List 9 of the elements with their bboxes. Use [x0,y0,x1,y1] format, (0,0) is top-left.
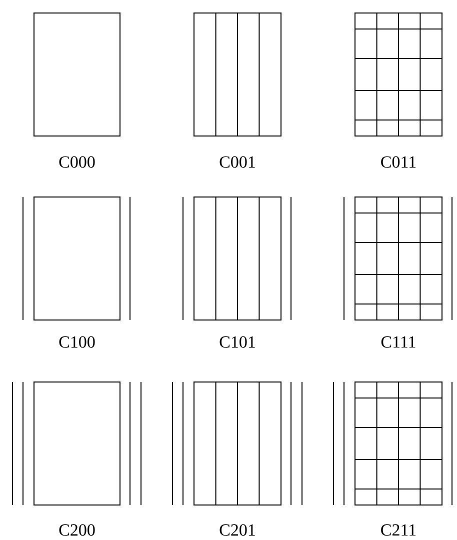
panel-label: C201 [220,524,255,536]
panel-label: C011 [381,156,416,168]
panel-label: C111 [381,336,416,348]
panel-label: C000 [59,156,95,168]
panel-label: C200 [59,524,95,536]
panel-label: C101 [220,336,255,348]
panel-label: C211 [381,524,416,536]
panel-label: C100 [59,336,95,348]
panel-label: C001 [220,156,255,168]
